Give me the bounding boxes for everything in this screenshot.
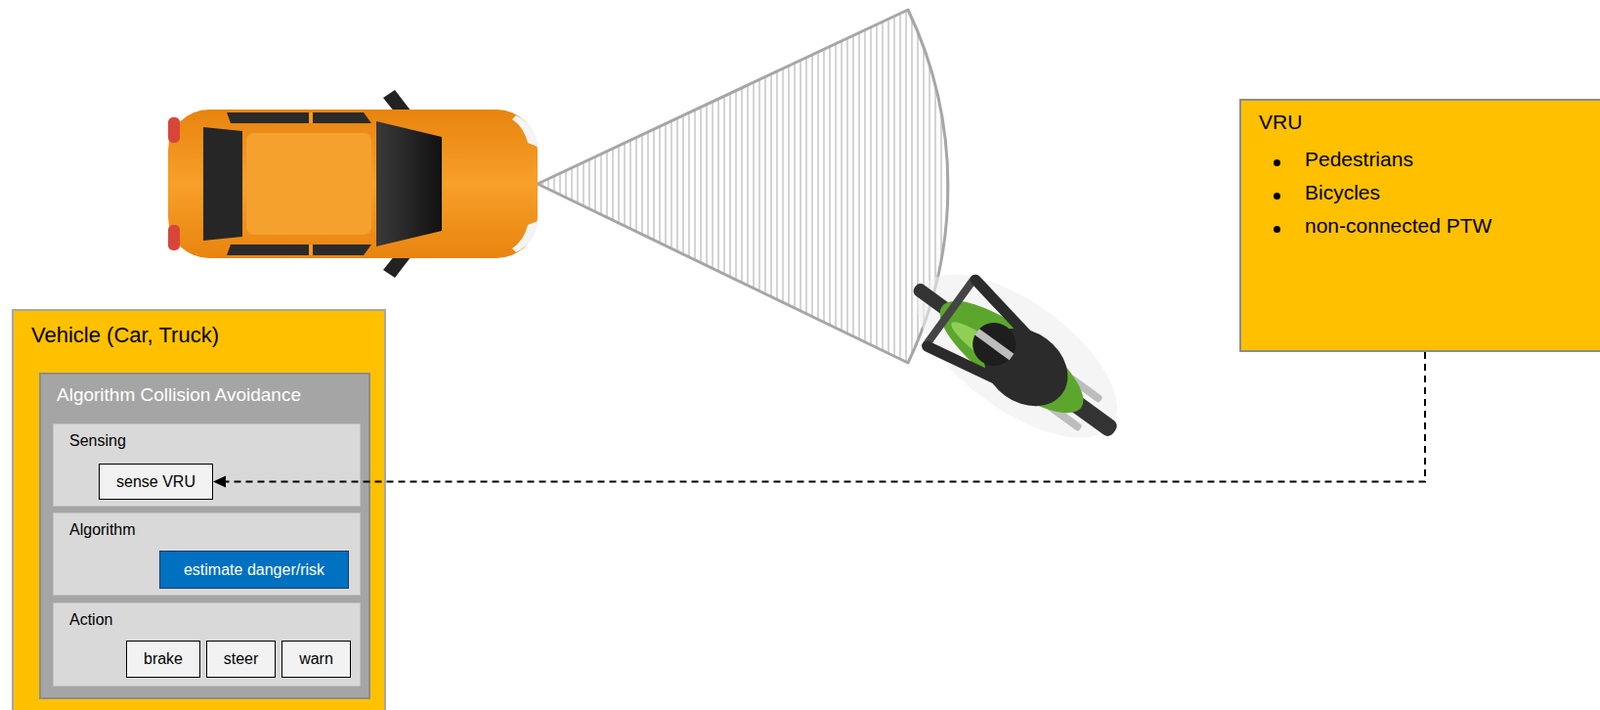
bullet-dot (1273, 159, 1281, 167)
function-box: sense VRU (98, 463, 214, 500)
bullet-item: Bicycles (1304, 180, 1381, 205)
sensor-cone (537, 9, 949, 363)
panel-title: Algorithm Collision Avoidance (56, 384, 302, 406)
bullet-item: Pedestrians (1304, 147, 1414, 172)
highlighted-function-box: estimate danger/risk (159, 550, 349, 589)
stage-band: Action brake steer warn (52, 602, 361, 687)
panel-title: Algorithm (69, 520, 136, 539)
vehicle-panel: Vehicle (Car, Truck) Algorithm Collision … (11, 308, 387, 710)
box-label: estimate danger/risk (183, 561, 325, 579)
panel-title: VRU (1258, 110, 1302, 134)
panel-title: Vehicle (Car, Truck) (31, 322, 219, 348)
panel-title: Action (69, 610, 113, 629)
car-illustration (168, 89, 538, 278)
panel-title: Sensing (69, 432, 127, 450)
bullet-dot (1273, 225, 1281, 233)
action-box: warn (281, 640, 351, 678)
bullet-item: non-connected PTW (1304, 214, 1492, 238)
box-label: brake (143, 649, 183, 668)
box-label: sense VRU (116, 473, 196, 491)
motorcycle-illustration (885, 240, 1149, 473)
action-box: steer (206, 640, 276, 678)
bullet-dot (1273, 192, 1281, 200)
dashed-connector (213, 351, 1426, 488)
vru-panel: VRUPedestriansBicycles non-connected PTW (1239, 98, 1600, 352)
box-label: steer (223, 649, 260, 668)
stage-band: Algorithm estimate danger/risk (52, 512, 361, 596)
action-box: brake (126, 640, 201, 678)
algorithm-panel: Algorithm Collision AvoidanceSensing sens… (39, 372, 371, 699)
box-label: warn (299, 649, 334, 668)
stage-band: Sensing sense VRU (52, 423, 361, 507)
